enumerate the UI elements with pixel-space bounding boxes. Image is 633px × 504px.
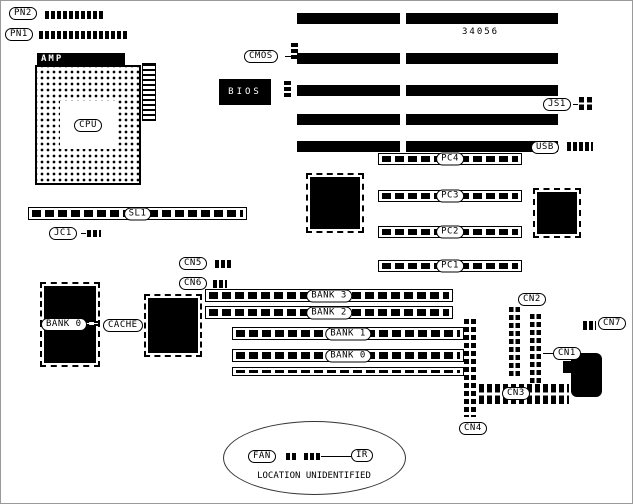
label-cn6: CN6	[179, 277, 207, 290]
cache-chip	[144, 294, 202, 357]
isa-slot-bar	[297, 53, 400, 64]
keyboard-din-connector	[571, 353, 602, 397]
label-pn1: PN1	[5, 28, 33, 41]
isa-slot-bar	[406, 53, 558, 64]
label-sl1: SL1	[123, 207, 152, 220]
cache-sram-chip	[40, 282, 100, 326]
label-bank3: BANK 3	[306, 289, 352, 302]
label-pc4: PC4	[436, 152, 464, 166]
label-pc3: PC3	[436, 189, 464, 203]
label-cn7: CN7	[598, 317, 626, 330]
pci-slot-pc4: PC4	[378, 152, 522, 166]
label-cn5: CN5	[179, 257, 207, 270]
label-cn1: CN1	[553, 347, 581, 360]
unidentified-bubble	[223, 421, 406, 495]
memory-slot-bank0: BANK 0	[232, 349, 464, 362]
isa-slot-bar	[297, 141, 400, 152]
isa-slot-bar	[406, 13, 558, 24]
memory-slot-bank2: BANK 2	[205, 306, 453, 319]
jc1-pointer-line	[81, 233, 86, 234]
cn4-header	[464, 319, 476, 417]
isa-slot-bar	[406, 141, 558, 152]
label-js1: JS1	[543, 98, 571, 111]
label-cn2: CN2	[518, 293, 546, 306]
label-cn4: CN4	[459, 422, 487, 435]
bios-side-header	[284, 81, 291, 99]
label-cache-bank0: BANK 0	[41, 318, 87, 331]
usb-header	[567, 142, 593, 151]
pn2-header	[45, 11, 103, 19]
memory-slot-bank3: BANK 3	[205, 289, 453, 302]
isa-slot-bar	[297, 13, 400, 24]
isa-slot-bar	[297, 114, 400, 125]
pci-slot-pc2: PC2	[378, 225, 522, 239]
cmos-header	[291, 43, 298, 59]
label-cpu: CPU	[74, 118, 102, 132]
label-amp: AMP	[41, 54, 64, 64]
unidentified-note: LOCATION UNIDENTIFIED	[257, 471, 371, 481]
voltage-regulator	[142, 63, 156, 121]
cmos-pointer-line	[285, 56, 291, 57]
sl1-slot: SL1	[28, 207, 247, 220]
label-pn2: PN2	[9, 7, 37, 20]
bios-chip: BIOS	[219, 79, 271, 105]
cpu-socket: CPU	[35, 65, 141, 185]
fan-header	[286, 453, 298, 460]
label-cmos: CMOS	[244, 50, 278, 63]
cpu-socket-center: CPU	[60, 101, 116, 149]
isa-slot-bar	[297, 85, 400, 96]
cn2-header-b	[530, 314, 541, 392]
part-number: 34056	[462, 27, 500, 37]
ir-pointer-line	[321, 456, 351, 457]
label-pc2: PC2	[436, 225, 464, 239]
cn2-header	[509, 307, 520, 377]
cache-sram-chip	[40, 321, 100, 367]
isa-slot-bar	[406, 85, 558, 96]
cpu-amp-bar: AMP	[37, 53, 125, 66]
cn1-pointer-line	[543, 353, 553, 354]
cn7-header	[583, 321, 596, 330]
label-bank0: BANK 0	[325, 349, 371, 362]
io-controller-chip	[533, 188, 581, 238]
chipset-chip	[306, 173, 364, 233]
pci-slot-pc3: PC3	[378, 189, 522, 203]
isa-slot-bar	[406, 114, 558, 125]
label-usb: USB	[531, 141, 559, 154]
jc1-header	[87, 230, 101, 237]
label-bank2: BANK 2	[306, 306, 352, 319]
label-ir: IR	[351, 449, 373, 462]
js1-pointer-line	[573, 104, 578, 105]
cn6-header	[213, 280, 227, 288]
memory-slot-edge	[232, 367, 464, 376]
ir-header	[304, 453, 320, 460]
js1-header	[579, 97, 595, 110]
label-jc1: JC1	[49, 227, 77, 240]
label-pc1: PC1	[436, 259, 464, 273]
pn1-header	[39, 31, 129, 39]
cn5-header	[215, 260, 233, 268]
label-fan: FAN	[248, 450, 276, 463]
label-bank1: BANK 1	[325, 327, 371, 340]
label-bios: BIOS	[228, 87, 262, 97]
memory-slot-bank1: BANK 1	[232, 327, 464, 340]
label-cn3: CN3	[502, 387, 530, 400]
pci-slot-pc1: PC1	[378, 259, 522, 273]
label-cache: CACHE	[103, 319, 143, 332]
keyboard-din-tab	[563, 361, 572, 373]
